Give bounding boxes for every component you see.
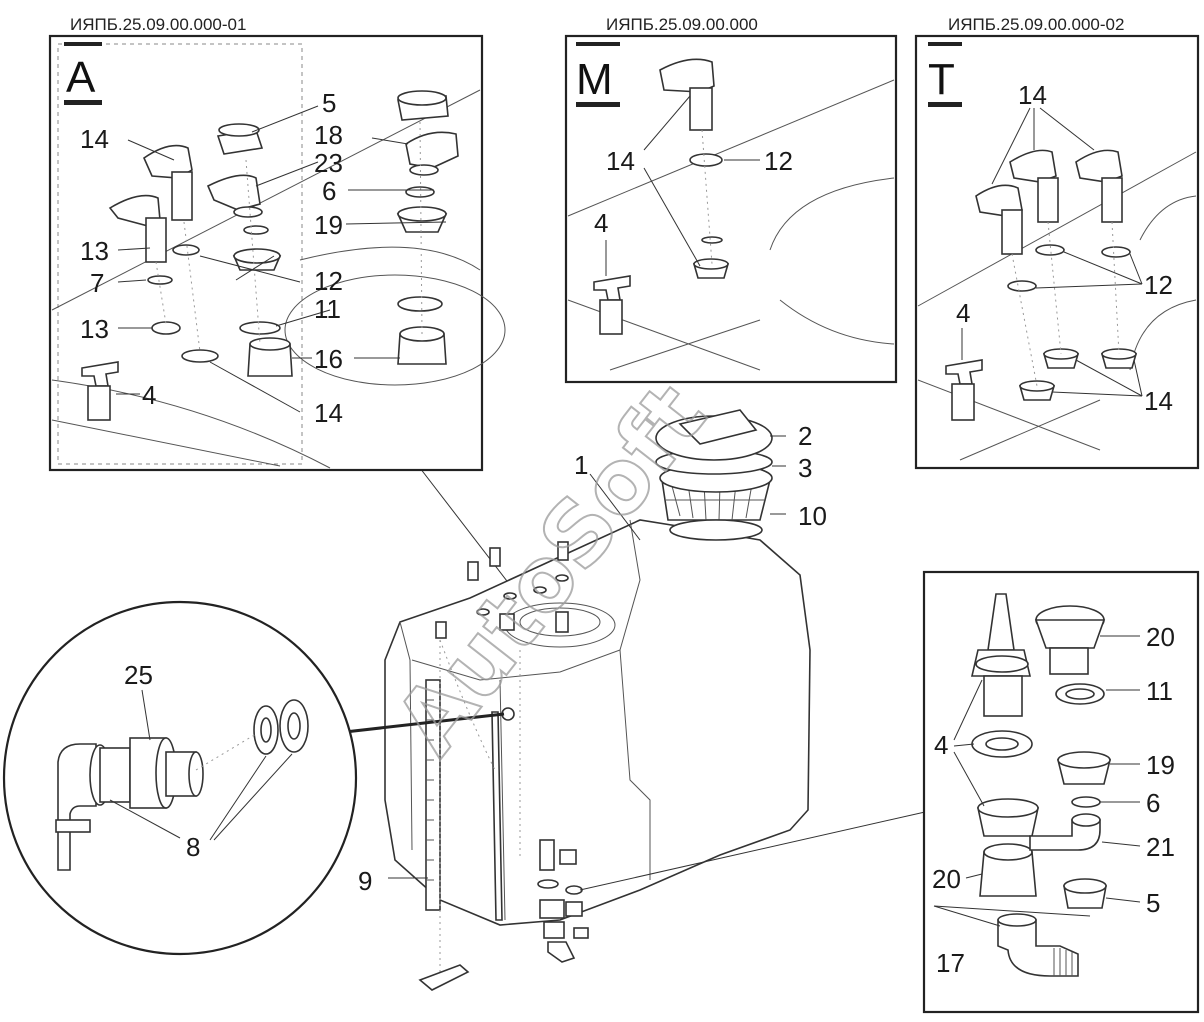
label-t-14-top: 14 <box>1018 80 1047 110</box>
label-t-4: 4 <box>956 298 970 328</box>
label-m-12: 12 <box>764 146 793 176</box>
label-a-6: 6 <box>322 176 336 206</box>
panel-a: A <box>48 34 506 472</box>
label-br-11: 11 <box>1146 676 1173 706</box>
label-a-16: 16 <box>314 344 343 374</box>
label-circle-25: 25 <box>124 660 153 690</box>
tank-assembly <box>344 467 926 991</box>
label-a-7: 7 <box>90 268 104 298</box>
detail-circle: 25 8 <box>2 600 358 956</box>
label-main-10: 10 <box>798 501 827 531</box>
label-br-20-top: 20 <box>1146 622 1175 652</box>
panel-t: T 14 12 4 14 <box>914 34 1200 470</box>
label-br-4: 4 <box>934 730 948 760</box>
label-t-12: 12 <box>1144 270 1173 300</box>
label-main-9: 9 <box>358 866 372 896</box>
label-a-23: 23 <box>314 148 343 178</box>
panel-m: M 14 12 4 <box>564 34 898 384</box>
lid-assembly: 2 3 10 1 <box>574 409 827 541</box>
label-a-13-bottom: 13 <box>80 314 109 344</box>
label-a-4: 4 <box>142 380 156 410</box>
label-a-13-top: 13 <box>80 236 109 266</box>
label-a-5: 5 <box>322 88 336 118</box>
label-a-11: 11 <box>314 294 341 324</box>
label-a-18: 18 <box>314 120 343 150</box>
code-t: ИЯПБ.25.09.00.000-02 <box>948 15 1124 34</box>
label-m-4: 4 <box>594 208 608 238</box>
label-a-12: 12 <box>314 266 343 296</box>
label-circle-8: 8 <box>186 832 200 862</box>
label-main-2: 2 <box>798 421 812 451</box>
label-br-19: 19 <box>1146 750 1175 780</box>
variant-a-letter: A <box>66 53 96 102</box>
label-br-17: 17 <box>936 948 965 978</box>
variant-m-letter: M <box>576 55 613 104</box>
label-a-19: 19 <box>314 210 343 240</box>
variant-t-letter: T <box>928 55 955 104</box>
label-br-5: 5 <box>1146 888 1160 918</box>
code-a: ИЯПБ.25.09.00.000-01 <box>70 15 246 34</box>
label-br-20-bottom: 20 <box>932 864 961 894</box>
label-br-21: 21 <box>1146 832 1175 862</box>
label-t-14-bottom: 14 <box>1144 386 1173 416</box>
label-main-3: 3 <box>798 453 812 483</box>
label-main-1: 1 <box>574 450 588 480</box>
label-br-6: 6 <box>1146 788 1160 818</box>
label-a-14-bottom: 14 <box>314 398 343 428</box>
label-a-14-top: 14 <box>80 124 109 154</box>
label-m-14: 14 <box>606 146 635 176</box>
panel-drain: 20 11 4 19 6 21 20 5 17 <box>922 570 1200 1014</box>
code-m: ИЯПБ.25.09.00.000 <box>606 15 758 34</box>
